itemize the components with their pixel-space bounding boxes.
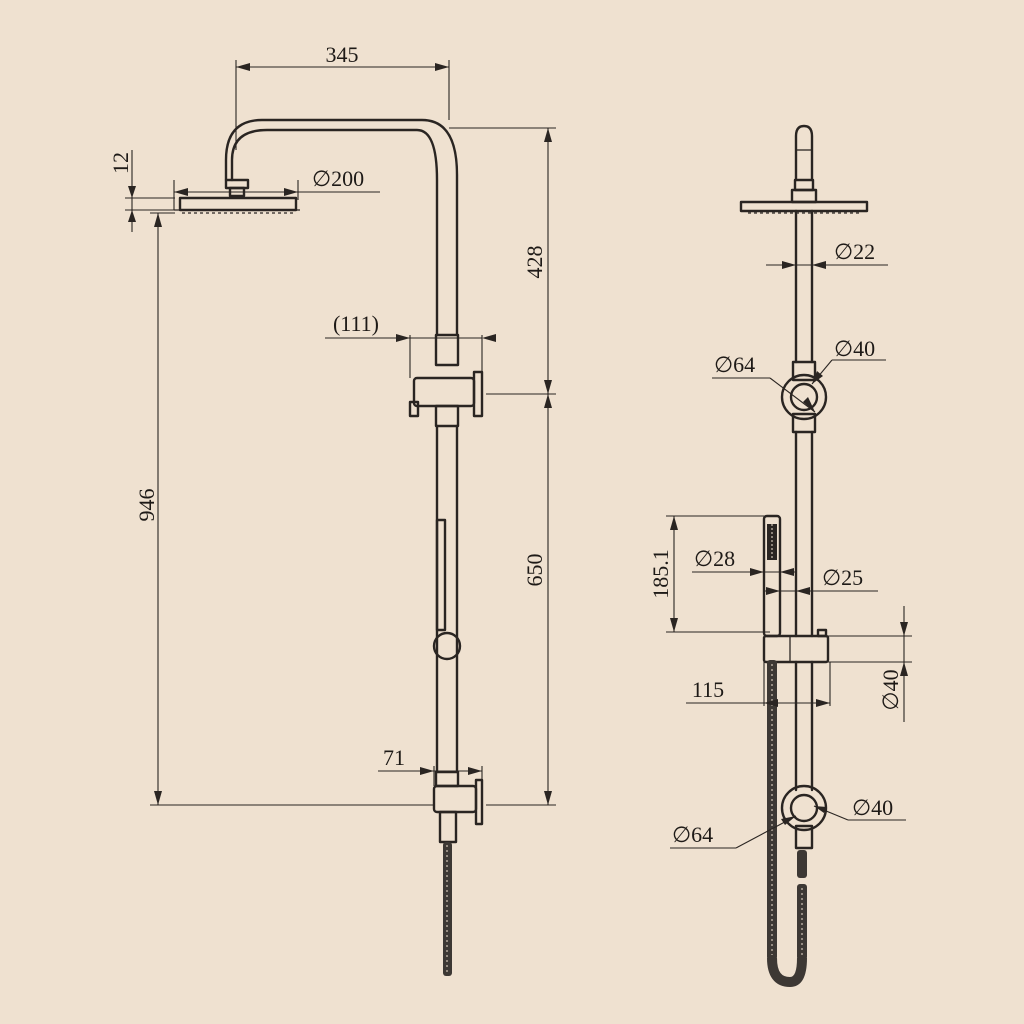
shower-head-side [174, 178, 300, 214]
hand-shower-holder [762, 628, 830, 664]
dim-upper-height: 428 [449, 127, 556, 395]
dim-wall-bracket: 71 [378, 745, 483, 786]
hand-shower-side [432, 518, 462, 661]
label-upper-height: 428 [522, 246, 547, 279]
hose-front [767, 660, 807, 988]
label-handshower-diameter: ∅28 [694, 546, 735, 571]
label-arm-width: 345 [326, 42, 359, 67]
label-pipe-diameter: ∅22 [834, 239, 875, 264]
lower-bracket-front [780, 784, 828, 850]
label-head-diameter: ∅200 [312, 166, 364, 191]
label-handle-diameter: ∅25 [822, 565, 863, 590]
dim-lower-bracket-ring: ∅40 [813, 795, 906, 821]
label-upper-bracket-ring: ∅40 [834, 336, 875, 361]
dim-upper-bracket-ring: ∅40 [811, 336, 886, 385]
dim-head-height: 12 [108, 150, 175, 232]
dim-handle-diameter: ∅25 [764, 565, 878, 595]
dim-total-height: 946 [134, 212, 434, 806]
hand-shower-front [762, 514, 782, 638]
dim-lower-bracket-plate: ∅64 [670, 815, 797, 849]
dim-arm-width: 345 [235, 42, 450, 150]
dim-handshower-length: 185.1 [648, 515, 772, 633]
upper-slide-bracket [408, 333, 484, 428]
dim-bracket-projection: (111) [325, 311, 496, 378]
dim-holder-diameter: ∅40 [828, 606, 912, 722]
label-bracket-projection: (111) [333, 311, 379, 336]
side-view: 345 12 ∅200 428 [108, 42, 556, 976]
label-lower-bracket-ring: ∅40 [852, 795, 893, 820]
front-view: ∅22 ∅64 ∅40 185.1 [648, 124, 912, 988]
upper-bracket-front [780, 360, 828, 434]
label-holder-diameter: ∅40 [878, 669, 903, 710]
label-total-height: 946 [134, 489, 159, 522]
label-lower-bracket-plate: ∅64 [672, 822, 713, 847]
riser-pipe [224, 118, 459, 774]
label-holder-depth: 115 [692, 677, 724, 702]
dim-lower-height: 650 [486, 394, 556, 806]
shower-head-front [739, 124, 869, 214]
dim-head-diameter: ∅200 [173, 166, 380, 210]
label-wall-bracket: 71 [383, 745, 405, 770]
lower-wall-bracket [432, 770, 484, 844]
hose-side [443, 842, 452, 976]
label-head-height: 12 [108, 152, 133, 174]
dim-holder-depth: 115 [686, 662, 831, 707]
label-handshower-length: 185.1 [648, 549, 673, 599]
pipe-front [794, 209, 814, 792]
dim-upper-bracket-plate: ∅64 [712, 352, 816, 413]
label-upper-bracket-plate: ∅64 [714, 352, 755, 377]
dim-pipe-diameter: ∅22 [766, 239, 888, 269]
label-lower-height: 650 [522, 554, 547, 587]
dim-handshower-diameter: ∅28 [692, 546, 796, 576]
